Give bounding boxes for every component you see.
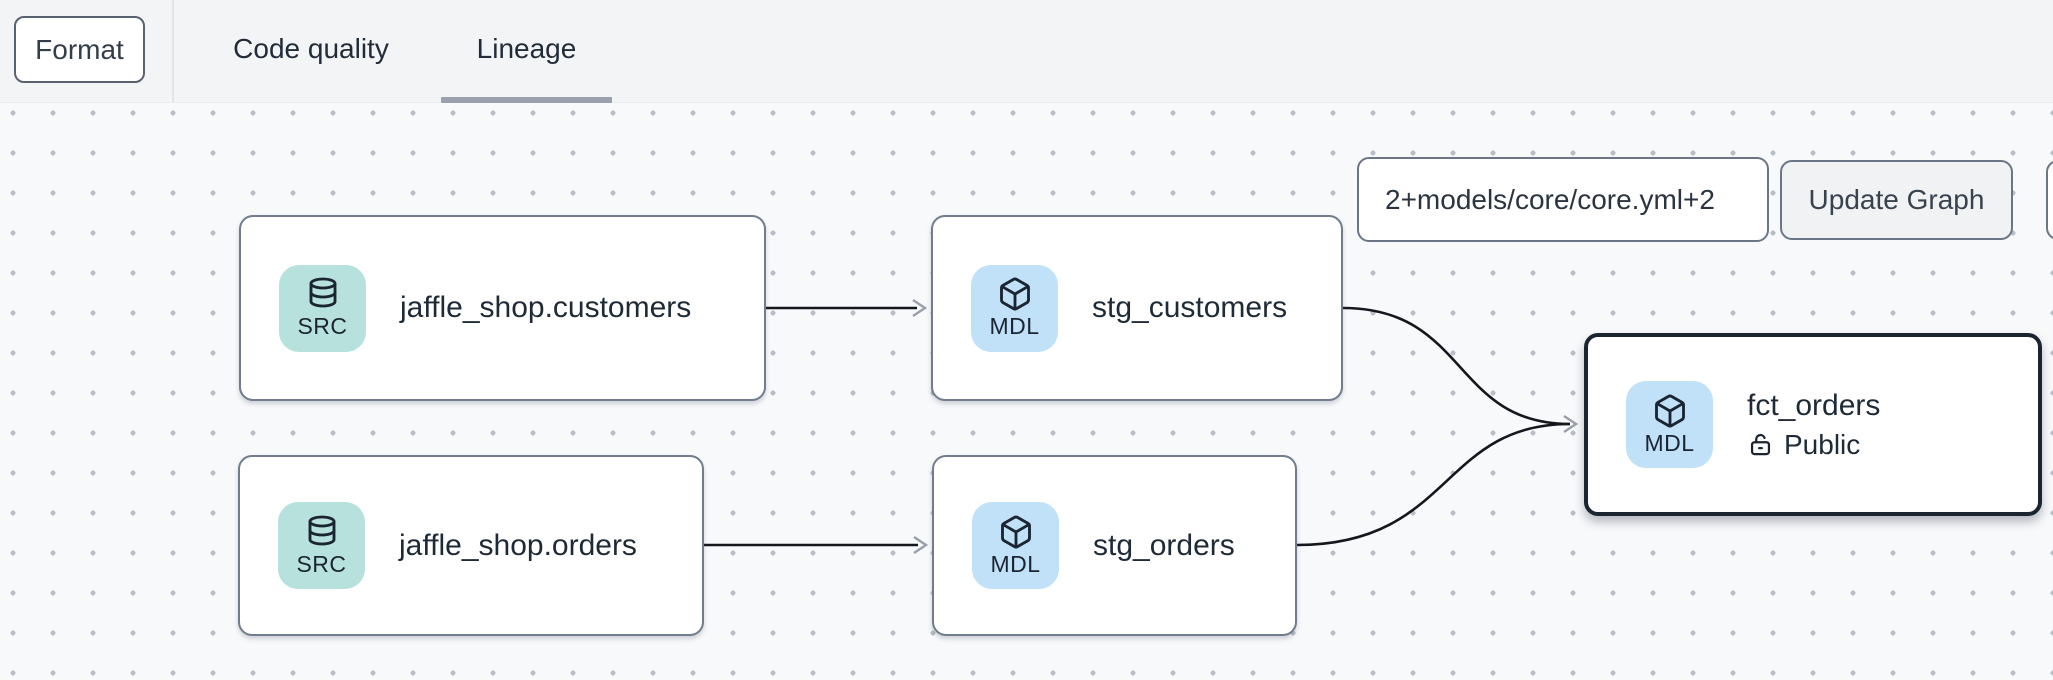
source-badge: SRC <box>278 502 365 589</box>
node-stg-customers[interactable]: MDL stg_customers <box>931 215 1343 401</box>
node-title: stg_customers <box>1092 291 1288 324</box>
node-stg-orders[interactable]: MDL stg_orders <box>932 455 1297 636</box>
active-tab-underline <box>441 97 612 103</box>
lineage-selector-input[interactable] <box>1357 157 1769 242</box>
badge-label: MDL <box>989 313 1040 339</box>
access-row: Public <box>1747 429 1880 461</box>
tab-code-quality[interactable]: Code quality <box>233 33 389 64</box>
cube-icon <box>1000 515 1031 549</box>
badge-label: MDL <box>990 550 1041 577</box>
cube-icon <box>999 277 1030 311</box>
edge-stg-orders-to-fct[interactable] <box>1296 422 1571 547</box>
edge-stg-customers-to-fct[interactable] <box>1342 306 1571 426</box>
format-button[interactable]: Format <box>14 16 145 83</box>
lineage-canvas[interactable]: SRC jaffle_shop.customers SRC jaffle_sho… <box>0 103 2053 680</box>
clipped-right-button[interactable] <box>2046 160 2053 240</box>
database-icon <box>309 277 336 308</box>
node-title: stg_orders <box>1093 528 1235 562</box>
model-badge: MDL <box>972 502 1059 589</box>
badge-label: SRC <box>297 313 348 339</box>
node-fct-orders[interactable]: MDL fct_orders Public <box>1584 333 2042 516</box>
update-graph-button[interactable]: Update Graph <box>1780 160 2013 240</box>
source-badge: SRC <box>279 264 366 352</box>
node-title: jaffle_shop.orders <box>399 528 637 562</box>
node-jaffle-shop-customers[interactable]: SRC jaffle_shop.customers <box>239 215 766 401</box>
database-icon <box>308 515 335 545</box>
cube-icon <box>1654 394 1685 428</box>
top-bar: Format Code quality Lineage <box>0 0 2053 103</box>
topbar-divider <box>172 0 174 102</box>
access-label: Public <box>1784 428 1861 460</box>
node-title: jaffle_shop.customers <box>400 291 692 324</box>
model-badge: MDL <box>971 264 1058 352</box>
badge-label: SRC <box>296 550 347 577</box>
unlock-icon <box>1750 433 1771 456</box>
edge-arrowhead <box>912 299 928 317</box>
node-jaffle-shop-orders[interactable]: SRC jaffle_shop.orders <box>238 455 704 636</box>
badge-label: MDL <box>1644 429 1695 456</box>
edge-arrowhead <box>1563 415 1579 433</box>
tab-lineage[interactable]: Lineage <box>476 33 577 64</box>
node-title: fct_orders <box>1747 388 1881 422</box>
model-badge: MDL <box>1626 381 1713 468</box>
edge-arrowhead <box>913 536 929 554</box>
